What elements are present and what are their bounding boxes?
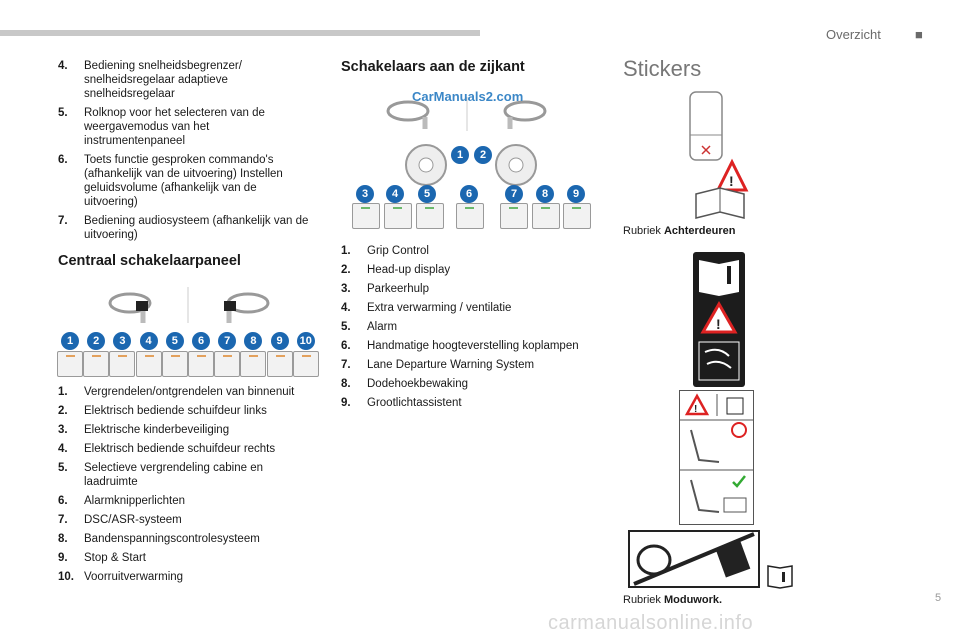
- badge: 7: [505, 185, 523, 203]
- list-item: 3.Parkeerhulp: [341, 283, 430, 295]
- list-item: 2.Head-up display: [341, 264, 451, 276]
- list-item: 9.Grootlichtassistent: [341, 397, 462, 409]
- control-button-icon: [240, 351, 267, 377]
- central-heading: Centraal schakelaarpaneel: [58, 253, 241, 269]
- list-item: 6.Handmatige hoogteverstelling koplampen: [341, 340, 579, 352]
- badge: 2: [87, 332, 106, 350]
- badge: 5: [165, 332, 184, 350]
- caption-moduwork: Rubriek Moduwork.: [623, 594, 723, 606]
- badge: 5: [418, 185, 436, 203]
- list-item: 6.Toets functie gesproken commando's (af…: [58, 154, 283, 208]
- badge: 6: [460, 185, 478, 203]
- control-button-icon: [352, 203, 380, 229]
- list-item: 7.Lane Departure Warning System: [341, 359, 535, 371]
- control-button-icon: [109, 351, 136, 377]
- control-button-icon: [563, 203, 591, 229]
- list-item: 8.Bandenspanningscontrolesysteem: [58, 533, 260, 545]
- badge: 3: [113, 332, 132, 350]
- control-button-icon: [57, 351, 83, 377]
- svg-text:!: !: [729, 173, 734, 189]
- badge: 4: [386, 185, 404, 203]
- control-button-icon: [188, 351, 214, 377]
- list-item: 1.Grip Control: [341, 245, 429, 257]
- page-number: 5: [935, 592, 942, 604]
- watermark-carmanuals: CarManuals2.com: [412, 89, 524, 104]
- svg-text:!: !: [716, 316, 721, 332]
- central-list: 1.Vergrendelen/ontgrendelen van binnenui…: [58, 385, 318, 589]
- list-item: 1.Vergrendelen/ontgrendelen van binnenui…: [58, 386, 295, 398]
- svg-text:!: !: [694, 404, 697, 415]
- list-item: 7.Bediening audiosysteem (afhankelijk va…: [58, 215, 309, 241]
- badge: 9: [270, 332, 289, 350]
- left-top-list: 4.Bediening snelheidsbegrenzer/ snelheid…: [58, 59, 313, 247]
- list-item: 7.DSC/ASR-systeem: [58, 514, 182, 526]
- stickers-title: Stickers: [623, 56, 702, 81]
- control-button-icon: [384, 203, 412, 229]
- control-button-icon: [292, 351, 319, 377]
- control-button-icon: [214, 351, 241, 377]
- control-button-icon: [500, 203, 528, 229]
- badge: 1: [451, 146, 469, 164]
- steering-switch-illustration: [405, 144, 537, 186]
- badge: 8: [536, 185, 554, 203]
- list-item: 6.Alarmknipperlichten: [58, 495, 185, 507]
- badge: 6: [192, 332, 210, 350]
- badge: 4: [139, 332, 158, 350]
- list-item: 5.Selectieve vergrendeling cabine en laa…: [58, 462, 264, 488]
- badge: 10: [296, 332, 315, 350]
- list-item: 8.Dodehoekbewaking: [341, 378, 469, 390]
- section-title: Overzicht: [826, 27, 881, 42]
- moduwork-sticker: [628, 530, 793, 589]
- list-item: 3.Elektrische kinderbeveiliging: [58, 424, 230, 436]
- list-item: 4.Elektrisch bediende schuifdeur rechts: [58, 443, 276, 455]
- list-item: 4.Extra verwarming / ventilatie: [341, 302, 512, 314]
- list-item: 5.Alarm: [341, 321, 398, 333]
- header-bar: [0, 30, 480, 36]
- badge: 3: [356, 185, 374, 203]
- section-marker: ■: [915, 27, 923, 42]
- list-item: 5.Rolknop voor het selecteren van de wee…: [58, 107, 265, 147]
- list-item: 2.Elektrisch bediende schuifdeur links: [58, 405, 267, 417]
- list-item: 9.Stop & Start: [58, 552, 147, 564]
- badge: 1: [61, 332, 79, 350]
- list-item: 4.Bediening snelheidsbegrenzer/ snelheid…: [58, 60, 242, 100]
- badge: 9: [567, 185, 585, 203]
- footer-watermark: carmanualsonline.info: [548, 612, 754, 634]
- side-heading: Schakelaars aan de zijkant: [341, 59, 525, 75]
- van-rear-doors-sticker-illustration: !: [689, 91, 749, 219]
- control-button-icon: [532, 203, 560, 229]
- badge: 7: [218, 332, 237, 350]
- control-button-icon: [83, 351, 110, 377]
- warning-sticker-dark: !: [693, 252, 745, 387]
- side-steering-illustration: [386, 97, 547, 131]
- badge: 8: [244, 332, 263, 350]
- seat-warning-sticker: !: [679, 390, 754, 525]
- control-button-icon: [135, 351, 162, 377]
- caption-achterdeuren: Rubriek Achterdeuren: [623, 225, 736, 237]
- side-list: 1.Grip Control 2.Head-up display 3.Parke…: [341, 244, 611, 415]
- control-button-icon: [161, 351, 188, 377]
- control-button-icon: [416, 203, 444, 229]
- central-steering-illustration: [108, 287, 270, 323]
- badge: 2: [474, 146, 492, 164]
- control-button-icon: [456, 203, 484, 229]
- list-item: 10.Voorruitverwarming: [58, 571, 184, 583]
- control-button-icon: [266, 351, 293, 377]
